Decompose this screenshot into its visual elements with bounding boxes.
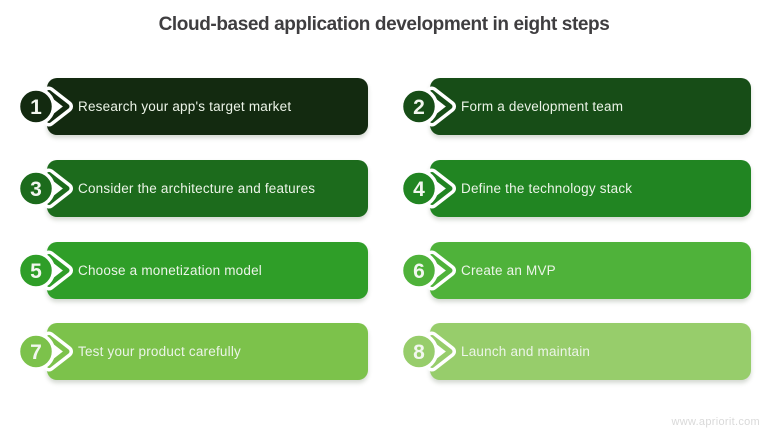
step-number: 1 bbox=[30, 96, 42, 119]
step-item-4: Define the technology stack 4 bbox=[399, 160, 751, 217]
chevron-icon bbox=[429, 254, 453, 287]
step-number-badge: 1 bbox=[16, 86, 73, 127]
step-number: 4 bbox=[413, 178, 425, 201]
step-bar: Create an MVP bbox=[430, 242, 751, 299]
step-item-1: Research your app's target market 1 bbox=[16, 78, 368, 135]
step-label: Form a development team bbox=[461, 99, 624, 114]
step-bar: Form a development team bbox=[430, 78, 751, 135]
chevron-icon bbox=[429, 335, 453, 368]
step-bar: Research your app's target market bbox=[47, 78, 368, 135]
number-circle bbox=[399, 332, 439, 371]
step-number-badge: 7 bbox=[16, 331, 73, 372]
step-bar: Consider the architecture and features bbox=[47, 160, 368, 217]
number-circle bbox=[399, 251, 439, 290]
step-label: Consider the architecture and features bbox=[78, 181, 316, 196]
chevron-icon bbox=[46, 254, 70, 287]
step-number: 8 bbox=[413, 341, 425, 364]
step-number: 6 bbox=[413, 260, 425, 283]
step-number: 3 bbox=[30, 178, 42, 201]
step-number-badge: 5 bbox=[16, 250, 73, 291]
step-label: Create an MVP bbox=[461, 263, 556, 278]
step-item-2: Form a development team 2 bbox=[399, 78, 751, 135]
step-bar: Test your product carefully bbox=[47, 323, 368, 380]
step-number-badge: 6 bbox=[399, 250, 456, 291]
infographic-title: Cloud-based application development in e… bbox=[158, 14, 610, 35]
step-bar: Choose a monetization model bbox=[47, 242, 368, 299]
number-circle bbox=[399, 169, 439, 208]
number-circle bbox=[16, 87, 56, 126]
chevron-icon bbox=[46, 90, 70, 123]
step-item-8: Launch and maintain 8 bbox=[399, 323, 751, 380]
chevron-icon bbox=[46, 172, 70, 205]
step-number-badge: 2 bbox=[399, 86, 456, 127]
step-item-7: Test your product carefully 7 bbox=[16, 323, 368, 380]
step-item-3: Consider the architecture and features 3 bbox=[16, 160, 368, 217]
step-number-badge: 4 bbox=[399, 168, 456, 209]
watermark: www.apriorit.com bbox=[671, 416, 760, 428]
step-label: Choose a monetization model bbox=[78, 263, 263, 278]
chevron-icon bbox=[46, 335, 70, 368]
step-bar: Define the technology stack bbox=[430, 160, 751, 217]
step-number: 5 bbox=[30, 260, 42, 283]
step-number: 7 bbox=[30, 341, 42, 364]
step-number-badge: 8 bbox=[399, 331, 456, 372]
step-number-badge: 3 bbox=[16, 168, 73, 209]
chevron-icon bbox=[429, 172, 453, 205]
step-bar: Launch and maintain bbox=[430, 323, 751, 380]
step-label: Define the technology stack bbox=[461, 181, 633, 196]
step-item-6: Create an MVP 6 bbox=[399, 242, 751, 299]
step-label: Test your product carefully bbox=[78, 344, 241, 359]
number-circle bbox=[399, 87, 439, 126]
step-number: 2 bbox=[413, 96, 425, 119]
number-circle bbox=[16, 169, 56, 208]
step-item-5: Choose a monetization model 5 bbox=[16, 242, 368, 299]
chevron-icon bbox=[429, 90, 453, 123]
step-label: Research your app's target market bbox=[78, 99, 292, 114]
step-label: Launch and maintain bbox=[461, 344, 591, 359]
number-circle bbox=[16, 332, 56, 371]
number-circle bbox=[16, 251, 56, 290]
